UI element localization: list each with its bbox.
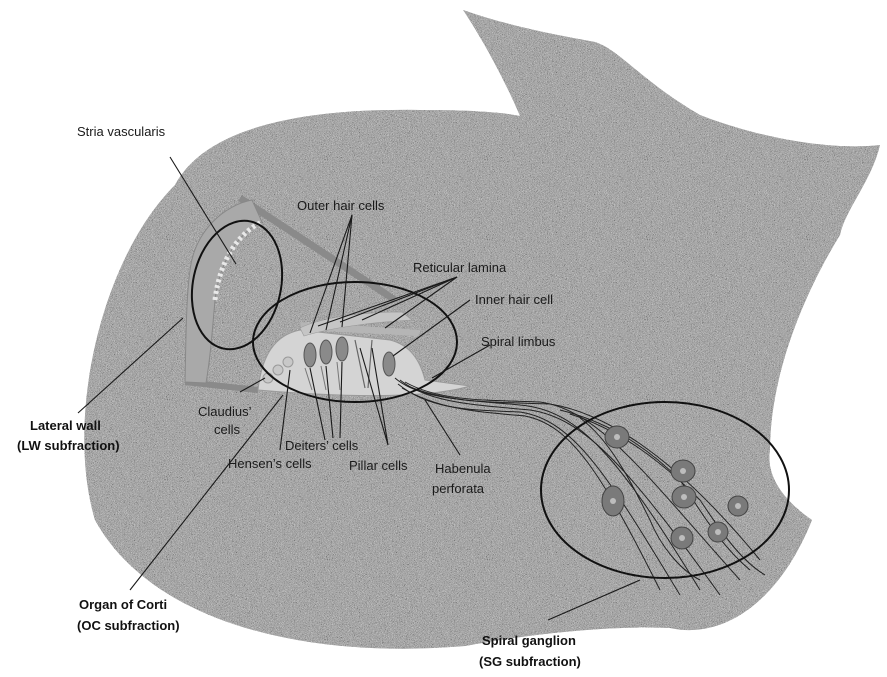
label-spiral-limbus: Spiral limbus: [481, 334, 556, 349]
label-outer-hair-cells: Outer hair cells: [297, 198, 385, 213]
label-organ-of-corti-line2: (OC subfraction): [77, 618, 180, 633]
label-pillar-cells: Pillar cells: [349, 458, 408, 473]
label-organ-of-corti-line1: Organ of Corti: [79, 597, 167, 612]
label-lateral-wall-line2: (LW subfraction): [17, 438, 120, 453]
label-lateral-wall-line1: Lateral wall: [30, 418, 101, 433]
label-habenula-line1: Habenula: [435, 461, 491, 476]
label-reticular-lamina: Reticular lamina: [413, 260, 507, 275]
label-stria-vascularis: Stria vascularis: [77, 124, 166, 139]
label-spiral-ganglion-line1: Spiral ganglion: [482, 633, 576, 648]
label-deiters-cells: Deiters’ cells: [285, 438, 359, 453]
label-inner-hair-cell: Inner hair cell: [475, 292, 553, 307]
label-claudius-line2: cells: [214, 422, 241, 437]
label-habenula-line2: perforata: [432, 481, 485, 496]
label-claudius-line1: Claudius’: [198, 404, 252, 419]
label-spiral-ganglion-line2: (SG subfraction): [479, 654, 581, 669]
label-hensens-cells: Hensen’s cells: [228, 456, 312, 471]
